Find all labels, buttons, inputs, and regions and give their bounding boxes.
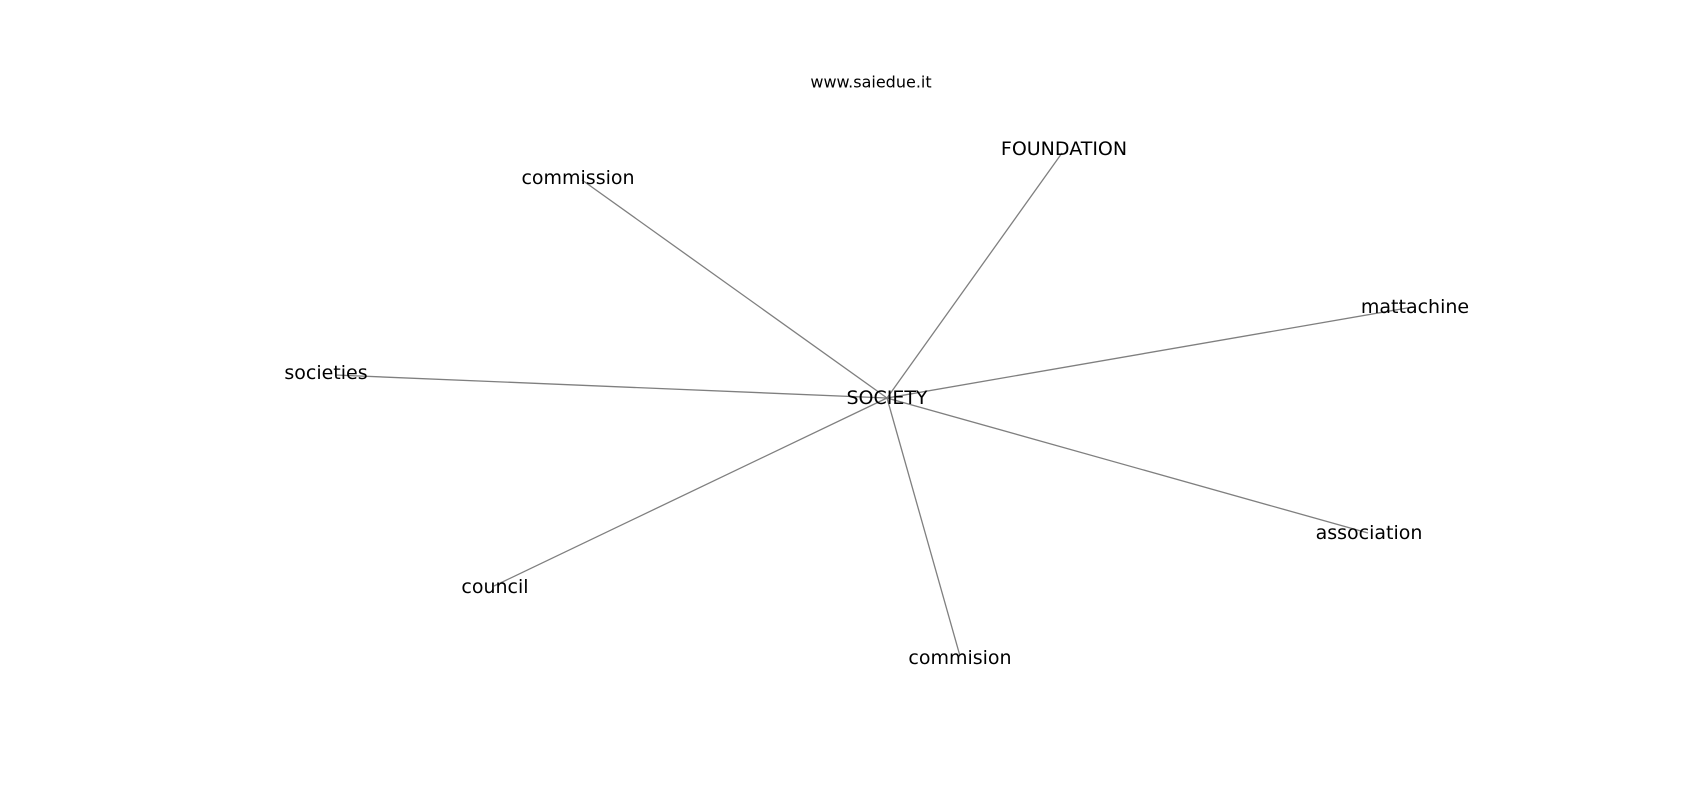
edge-commision	[886, 397, 961, 657]
site-watermark: www.saiedue.it	[810, 73, 931, 92]
node-commission: commission	[521, 167, 634, 189]
node-societies: societies	[284, 362, 367, 384]
node-council: council	[461, 576, 528, 598]
edge-council	[493, 397, 888, 587]
node-center-society: SOCIETY	[846, 387, 927, 409]
node-labels: www.saiedue.it SOCIETY FOUNDATION commis…	[284, 73, 1469, 670]
edge-commission	[581, 179, 888, 399]
edge-mattachine	[886, 306, 1414, 399]
edge-foundation	[886, 152, 1063, 399]
edge-association	[886, 397, 1369, 534]
node-commision: commision	[908, 647, 1011, 669]
node-mattachine: mattachine	[1361, 296, 1469, 318]
edges	[334, 152, 1414, 657]
node-foundation: FOUNDATION	[1001, 138, 1127, 160]
node-association: association	[1316, 522, 1423, 544]
edge-societies	[334, 374, 888, 399]
